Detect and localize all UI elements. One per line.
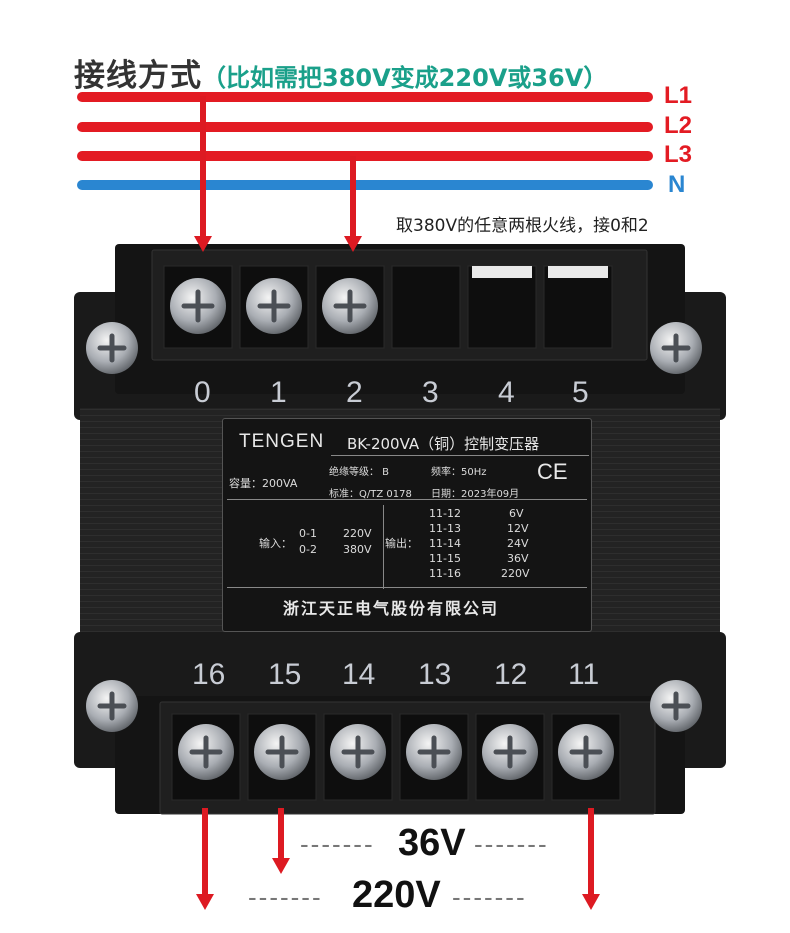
wire-n <box>77 180 653 190</box>
input-label: 输入： <box>259 537 292 550</box>
output-arrow-16-head <box>196 894 214 910</box>
dash-220-left: ------- <box>248 882 323 912</box>
dash-36-left: ------- <box>300 829 375 859</box>
input-arrow-0-head <box>194 236 212 252</box>
company-name: 浙江天正电气股份有限公司 <box>283 599 500 618</box>
terminal-label-4: 4 <box>498 376 515 409</box>
voltage-36: 36V <box>398 822 466 864</box>
output-arrow-16-shaft <box>202 808 208 896</box>
output-1-terminals: 11-13 <box>429 522 461 535</box>
input-arrow-0-shaft <box>200 96 206 236</box>
ce-mark: CE <box>537 459 568 484</box>
output-0-terminals: 11-12 <box>429 507 461 520</box>
io-divider <box>383 505 384 589</box>
mid-divider <box>227 499 587 500</box>
title-sub: （比如需把380V变成220V或36V） <box>202 64 608 92</box>
wire-l1 <box>77 92 653 102</box>
input-1-terminals: 0-2 <box>299 543 317 556</box>
input-1-voltage: 380V <box>343 543 372 556</box>
output-0-voltage: 6V <box>509 507 524 520</box>
wiring-note: 取380V的任意两根火线，接0和2 <box>396 216 649 236</box>
input-0-voltage: 220V <box>343 527 372 540</box>
voltage-220: 220V <box>352 874 441 916</box>
terminal-label-1: 1 <box>270 376 287 409</box>
brand-logo: TENGEN <box>239 431 325 452</box>
terminal-label-0: 0 <box>194 376 211 409</box>
input-0-terminals: 0-1 <box>299 527 317 540</box>
insulation-text: 绝缘等级： B <box>329 467 390 478</box>
output-3-voltage: 36V <box>507 552 529 565</box>
output-1-voltage: 12V <box>507 522 529 535</box>
model-text: BK-200VA（铜）控制变压器 <box>347 435 540 453</box>
terminal-label-5: 5 <box>572 376 589 409</box>
output-arrow-15-head <box>272 858 290 874</box>
date-text: 日期：2023年09月 <box>431 489 520 500</box>
dash-220-right: ------- <box>452 882 527 912</box>
terminal-label-16: 16 <box>192 658 226 691</box>
terminal-label-2: 2 <box>346 376 363 409</box>
output-2-terminals: 11-14 <box>429 537 461 550</box>
nameplate: TENGEN BK-200VA（铜）控制变压器 绝缘等级： B 频率：50Hz … <box>222 418 592 632</box>
header-divider <box>331 455 589 456</box>
frequency-text: 频率：50Hz <box>431 467 487 478</box>
output-3-terminals: 11-15 <box>429 552 461 565</box>
dash-36-right: ------- <box>474 829 549 859</box>
input-arrow-2-shaft <box>350 156 356 236</box>
terminal-label-14: 14 <box>342 658 376 691</box>
input-arrow-2-head <box>344 236 362 252</box>
capacity-text: 容量：200VA <box>229 477 298 490</box>
wire-label-l3: L3 <box>664 141 693 168</box>
standard-text: 标准：Q/TZ 0178 <box>329 489 412 500</box>
terminal-label-12: 12 <box>494 658 528 691</box>
wire-label-l1: L1 <box>664 82 693 109</box>
page-title: 接线方式（比如需把380V变成220V或36V） <box>74 50 607 95</box>
wire-l3 <box>77 151 653 161</box>
wire-l2 <box>77 122 653 132</box>
output-4-terminals: 11-16 <box>429 567 461 580</box>
terminal-label-13: 13 <box>418 658 452 691</box>
title-main: 接线方式 <box>74 58 202 94</box>
output-2-voltage: 24V <box>507 537 529 550</box>
output-arrow-11-shaft <box>588 808 594 896</box>
terminal-label-11: 11 <box>568 658 600 691</box>
output-arrow-11-head <box>582 894 600 910</box>
output-label: 输出： <box>385 537 418 550</box>
terminal-label-15: 15 <box>268 658 302 691</box>
output-4-voltage: 220V <box>501 567 530 580</box>
footer-divider <box>227 587 587 588</box>
output-arrow-15-shaft <box>278 808 284 858</box>
wire-label-n: N <box>668 171 686 198</box>
terminal-label-3: 3 <box>422 376 439 409</box>
wire-label-l2: L2 <box>664 112 693 139</box>
